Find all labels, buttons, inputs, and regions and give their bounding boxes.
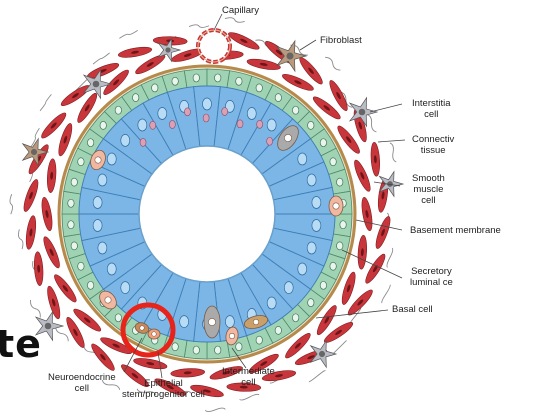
secretory-granule [222, 108, 228, 116]
neuroendocrine-cell [329, 196, 343, 216]
secretory-granule [150, 121, 156, 129]
smooth-muscle-cell [41, 235, 62, 269]
secretory-granule [203, 114, 209, 122]
smooth-muscle-cell [246, 57, 281, 72]
fiber [387, 248, 393, 267]
fiber [325, 57, 340, 70]
fiber [93, 53, 110, 64]
fiber [240, 394, 259, 400]
label-fibroblast: Fibroblast [320, 35, 362, 46]
label-basement-membrane: Basement membrane [410, 225, 501, 236]
secretory-granule [267, 137, 273, 145]
secretory-granule [169, 120, 175, 128]
secretory-granule [237, 120, 243, 128]
smooth-muscle-cell [227, 30, 261, 52]
smooth-muscle-cell [171, 368, 205, 378]
smooth-muscle-cell [45, 285, 62, 320]
smooth-muscle-cell [370, 142, 381, 177]
secretory-granule [257, 120, 263, 128]
fiber [31, 300, 41, 318]
fiber [390, 143, 396, 162]
label-basal-cell: Basal cell [392, 304, 433, 315]
fiber [189, 25, 209, 28]
label-epithelial-stem-cell: Epithelialstem/progenitor cell [122, 378, 205, 400]
fiber [205, 408, 225, 411]
smooth-muscle-cell [357, 235, 368, 269]
label-capillary: Capillary [222, 5, 259, 16]
smooth-muscle-cell [21, 178, 41, 213]
fiber [309, 370, 326, 381]
smooth-muscle-cell [46, 158, 57, 192]
smooth-muscle-cell [360, 197, 374, 232]
fiber [10, 194, 13, 214]
fiber [119, 30, 137, 38]
fiber [382, 285, 390, 303]
smooth-muscle-cell [118, 45, 153, 59]
fibroblast [23, 139, 48, 166]
smooth-muscle-cell [24, 215, 37, 250]
epithelial-stem-cell [148, 329, 160, 339]
fiber [332, 340, 346, 354]
intermediate-cell [204, 306, 220, 338]
fiber [40, 94, 51, 110]
smooth-muscle-cell [133, 356, 168, 371]
smooth-muscle-cell [373, 215, 393, 250]
smooth-muscle-cell [363, 252, 388, 285]
smooth-muscle-cell [352, 158, 373, 192]
secretory-granule [140, 138, 146, 146]
label-interstitial-cell: Interstitiacell [412, 98, 451, 120]
smooth-muscle-cell [33, 251, 44, 286]
fiber [18, 229, 22, 249]
secretory-granule [184, 108, 190, 116]
smooth-muscle-cell [40, 197, 54, 232]
gland-lumen [139, 146, 275, 282]
capillary [198, 30, 230, 62]
fiber [225, 18, 245, 23]
fiber [367, 114, 377, 132]
cropped-title-text: te [0, 322, 42, 366]
fiber [56, 326, 69, 341]
